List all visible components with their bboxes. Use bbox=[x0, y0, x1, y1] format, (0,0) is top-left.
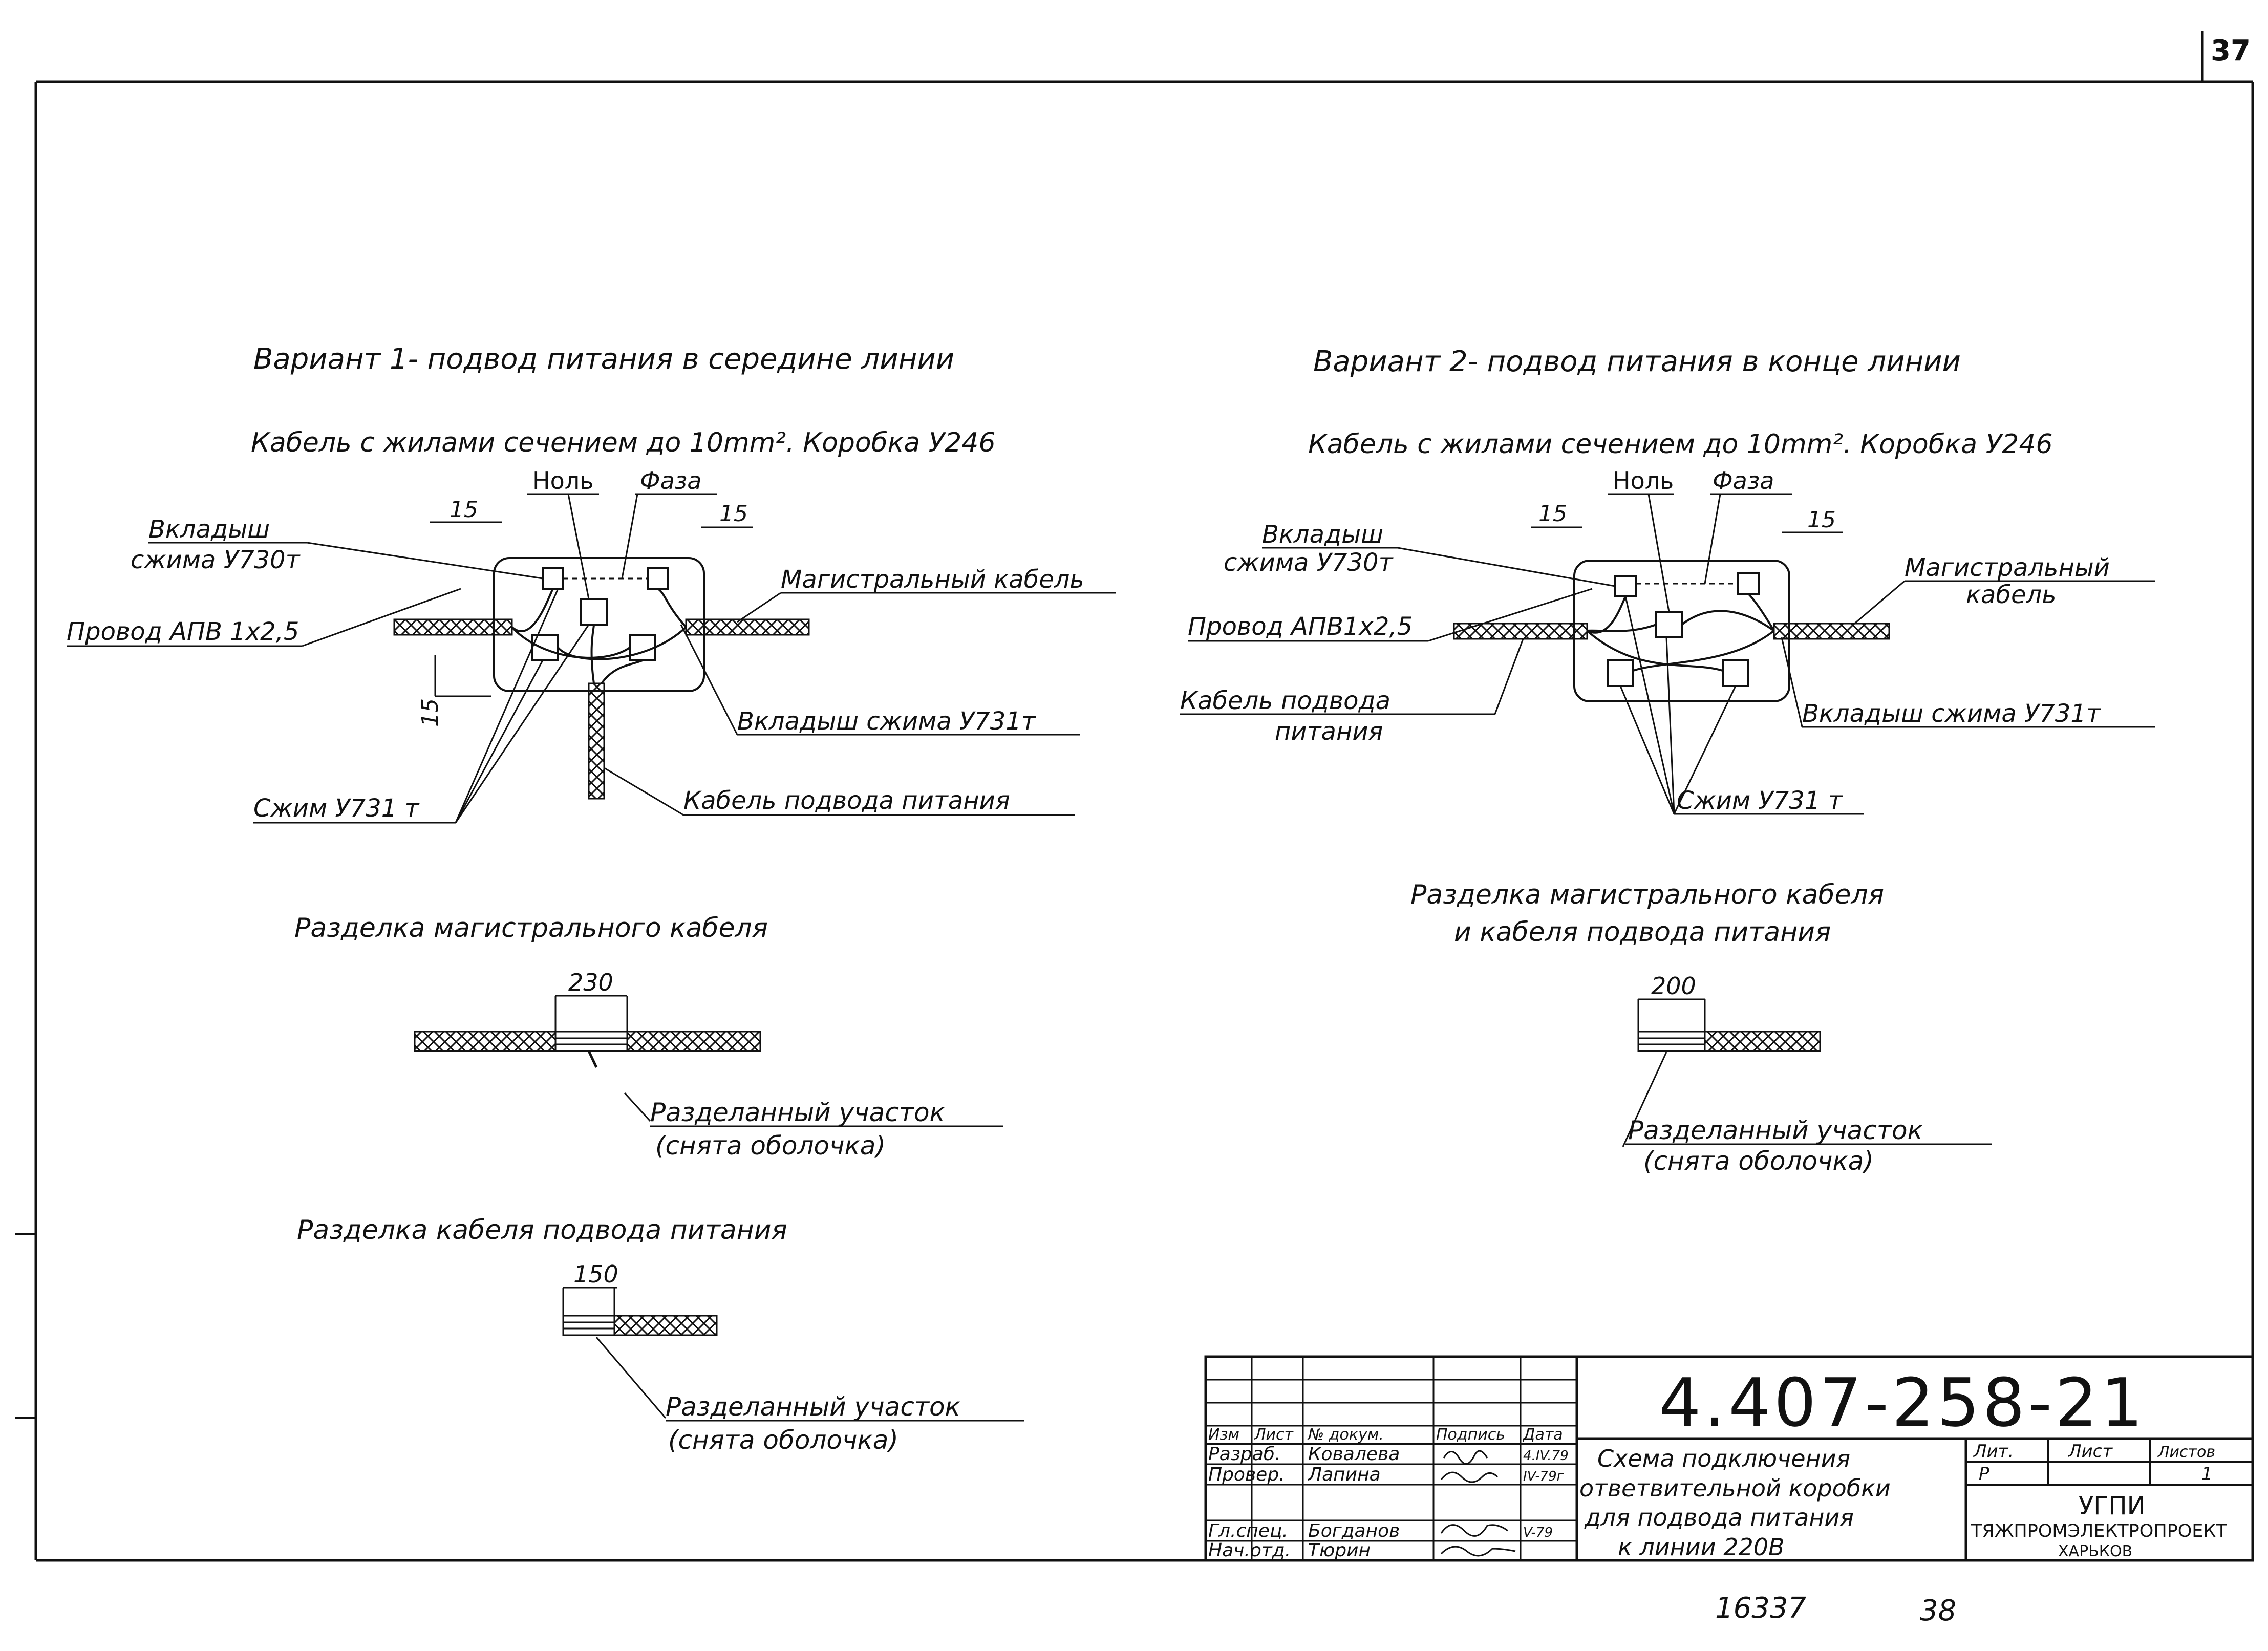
variant-1-subtitle: Кабель с жилами сечением до 10mm². Короб… bbox=[251, 427, 996, 458]
label-phase: Фаза bbox=[1713, 467, 1774, 495]
dim-right: 15 bbox=[719, 501, 748, 527]
cutting-main-label-2: (снята оболочка) bbox=[655, 1131, 886, 1161]
supply-cable-label: Кабель подвода питания bbox=[683, 786, 1010, 815]
org-full-name: ТЯЖПРОМЭЛЕКТРОПРОЕКТ bbox=[1971, 1521, 2227, 1541]
lit-header: Лит. bbox=[1973, 1441, 2014, 1462]
label-null: Ноль bbox=[1613, 467, 1674, 495]
dim-vertical: 15 bbox=[417, 698, 443, 727]
row-date: IV-79г bbox=[1523, 1469, 1564, 1484]
row-role: Разраб. bbox=[1208, 1444, 1280, 1465]
row-date: 4.IV.79 bbox=[1523, 1448, 1569, 1464]
row-role: Провер. bbox=[1208, 1464, 1285, 1485]
cutting-supply-dim: 150 bbox=[573, 1260, 618, 1288]
variant-2-diagram: Вариант 2- подвод питания в конце линии … bbox=[1180, 345, 2155, 815]
signature bbox=[1440, 1471, 1499, 1483]
cutting-main-label-1: Разделанный участок bbox=[650, 1098, 945, 1127]
description-line: ответвительной коробки bbox=[1579, 1474, 1891, 1502]
insert-label-2: сжима У730т bbox=[131, 546, 301, 574]
label-null: Ноль bbox=[532, 467, 593, 495]
footer-number: 16337 bbox=[1715, 1592, 1807, 1625]
org-name: УГПИ bbox=[2079, 1492, 2146, 1520]
cutting-supply-cable: Разделка кабеля подвода питания 150 Разд… bbox=[297, 1215, 1024, 1455]
sheet-number: 37 bbox=[2211, 34, 2251, 68]
row-name: Богданов bbox=[1308, 1520, 1400, 1541]
variant-1-title: Вариант 1- подвод питания в середине лин… bbox=[253, 342, 954, 376]
insert-label-1: Вкладыш bbox=[148, 515, 270, 544]
dim-left: 15 bbox=[1538, 501, 1567, 527]
cutting-both-dim: 200 bbox=[1651, 972, 1696, 1000]
dim-right: 15 bbox=[1807, 507, 1836, 533]
cutting-supply-label-2: (снята оболочка) bbox=[668, 1425, 898, 1455]
lit-value: Р bbox=[1979, 1464, 1989, 1484]
insert-label-1: Вкладыш bbox=[1262, 520, 1383, 549]
footer-page-number: 38 bbox=[1920, 1594, 1956, 1627]
cutting-main-cable: Разделка магистрального кабеля 230 Разде… bbox=[294, 913, 1003, 1161]
dim-left: 15 bbox=[450, 497, 478, 523]
row-role: Нач.отд. bbox=[1208, 1540, 1291, 1561]
header-date: Дата bbox=[1522, 1426, 1563, 1444]
document-code: 4.407-258-21 bbox=[1659, 1364, 2146, 1442]
insert-label-2: сжима У730т bbox=[1224, 548, 1394, 577]
wire-label: Провод АПВ 1х2,5 bbox=[67, 617, 299, 646]
cutting-both-label-2: (снята оболочка) bbox=[1643, 1146, 1874, 1176]
cutting-both-cables: Разделка магистрального кабеля и кабеля … bbox=[1410, 880, 1992, 1176]
cutting-both-title-1: Разделка магистрального кабеля bbox=[1410, 880, 1884, 910]
cutting-main-dim: 230 bbox=[568, 969, 613, 996]
cutting-supply-title: Разделка кабеля подвода питания bbox=[297, 1215, 787, 1246]
row-name: Лапина bbox=[1307, 1464, 1381, 1485]
header-sign: Подпись bbox=[1436, 1426, 1505, 1444]
org-city: ХАРЬКОВ bbox=[2058, 1542, 2132, 1560]
signature bbox=[1440, 1524, 1508, 1537]
variant-2-subtitle: Кабель с жилами сечением до 10mm². Короб… bbox=[1308, 429, 2053, 460]
main-cable-label-2: кабель bbox=[1966, 581, 2057, 609]
insert-u731-label: Вкладыш сжима У731т bbox=[737, 707, 1037, 736]
clamp-label: Сжим У731 т bbox=[253, 794, 420, 823]
description-line: для подвода питания bbox=[1584, 1504, 1854, 1531]
cutting-supply-label-1: Разделанный участок bbox=[666, 1392, 960, 1422]
header-izm: Изм bbox=[1208, 1426, 1239, 1444]
description-line: Схема подключения bbox=[1597, 1445, 1850, 1472]
row-name: Тюрин bbox=[1308, 1540, 1371, 1561]
supply-cable-label-1: Кабель подвода bbox=[1180, 687, 1390, 715]
insert-u731-label: Вкладыш сжима У731т bbox=[1802, 699, 2102, 728]
label-phase: Фаза bbox=[640, 467, 701, 495]
main-cable-label: Магистральный кабель bbox=[781, 565, 1084, 594]
sheets-header: Листов bbox=[2157, 1443, 2215, 1461]
description-line: к линии 220В bbox=[1618, 1533, 1785, 1561]
clamp-label: Сжим У731 т bbox=[1677, 786, 1844, 815]
variant-2-title: Вариант 2- подвод питания в конце линии bbox=[1313, 345, 1961, 378]
cutting-both-label-1: Разделанный участок bbox=[1628, 1116, 1923, 1145]
header-doc: № докум. bbox=[1307, 1426, 1384, 1444]
wire-label: Провод АПВ1х2,5 bbox=[1188, 612, 1413, 641]
row-role: Гл.спец. bbox=[1208, 1520, 1288, 1541]
sheets-value: 1 bbox=[2201, 1464, 2213, 1484]
row-name: Ковалева bbox=[1308, 1444, 1400, 1465]
sheet-header: Лист bbox=[2067, 1441, 2113, 1462]
supply-cable-label-2: питания bbox=[1275, 717, 1383, 746]
cutting-main-title: Разделка магистрального кабеля bbox=[294, 913, 768, 944]
cutting-both-title-2: и кабеля подвода питания bbox=[1454, 917, 1831, 948]
signature bbox=[1443, 1450, 1488, 1465]
title-block: Изм Лист № докум. Подпись Дата Разраб. К… bbox=[1204, 1355, 2254, 1562]
signature bbox=[1440, 1546, 1516, 1557]
row-date: V-79 bbox=[1523, 1525, 1553, 1540]
variant-1-diagram: Вариант 1- подвод питания в середине лин… bbox=[67, 342, 1116, 824]
main-cable-label-1: Магистральный bbox=[1905, 553, 2110, 582]
header-list: Лист bbox=[1254, 1426, 1294, 1444]
